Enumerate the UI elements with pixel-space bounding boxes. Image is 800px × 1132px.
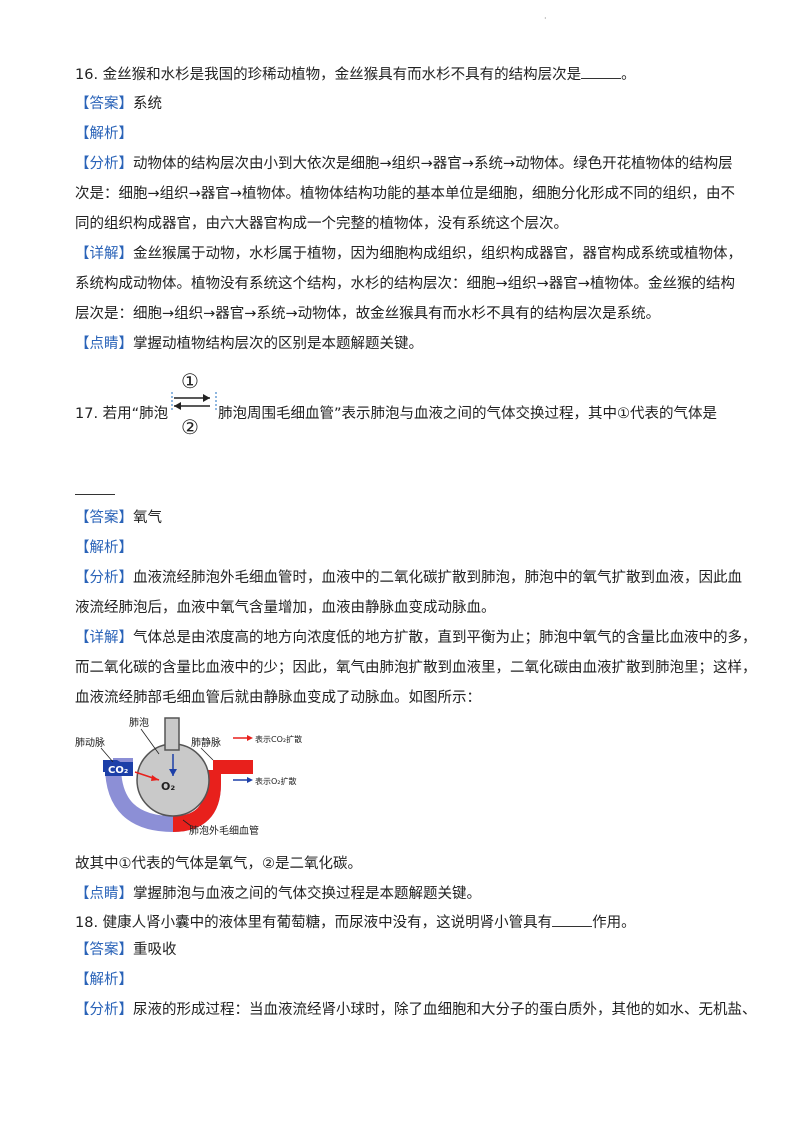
q16-analysis-tag: 【解析】 <box>75 126 133 142</box>
q17-question-part-a: 17. 若用“肺泡 <box>75 406 169 422</box>
q17-dianjing: 【点睛】掌握肺泡与血液之间的气体交换过程是本题解题关键。 <box>75 886 481 902</box>
page-marker: · <box>544 14 547 23</box>
q18-fenxi-line-1: 【分析】尿液的形成过程：当血液流经肾小球时，除了血细胞和大分子的蛋白质外，其他的… <box>75 1002 757 1018</box>
q17-question-part-b: 肺泡周围毛细血管”表示肺泡与血液之间的气体交换过程，其中①代表的气体是 <box>218 406 718 422</box>
symbol-circle-2: ② <box>181 415 199 439</box>
q17-fenxi-line-2: 液流经肺泡后，血液中氧气含量增加，血液由静脉血变成动脉血。 <box>75 600 496 616</box>
answer-blank <box>75 494 115 495</box>
legend-o2: 表示O₂扩散 <box>255 776 297 786</box>
q16-xiangjie-line-2: 系统构成动物体。植物没有系统这个结构，水杉的结构层次：细胞→组织→器官→植物体。… <box>75 276 735 292</box>
q17-fenxi-line-1: 【分析】血液流经肺泡外毛细血管时，血液中的二氧化碳扩散到肺泡，肺泡中的氧气扩散到… <box>75 570 742 586</box>
legend-co2: 表示CO₂扩散 <box>255 734 302 744</box>
q17-xiangjie-line-3: 血液流经肺部毛细血管后就由静脉血变成了动脉血。如图所示： <box>75 690 481 706</box>
answer-tag: 【答案】 <box>75 96 133 112</box>
label-co2: CO₂ <box>108 765 128 776</box>
q17-xiangjie-line-2: 而二氧化碳的含量比血液中的少；因此，氧气由肺泡扩散到血液里，二氧化碳由血液扩散到… <box>75 660 757 676</box>
q17-xiangjie-line-1: 【详解】气体总是由浓度高的地方向浓度低的地方扩散，直到平衡为止；肺泡中氧气的含量… <box>75 630 757 646</box>
q17-conclusion: 故其中①代表的气体是氧气，②是二氧化碳。 <box>75 856 362 872</box>
q16-fenxi-line-1: 【分析】动物体的结构层次由小到大依次是细胞→组织→器官→系统→动物体。绿色开花植… <box>75 156 733 172</box>
q18-analysis-tag: 【解析】 <box>75 972 133 988</box>
q18-question: 18. 健康人肾小囊中的液体里有葡萄糖，而尿液中没有，这说明肾小管具有作用。 <box>75 912 636 933</box>
label-capillary: 肺泡外毛细血管 <box>189 824 259 837</box>
q17-analysis-tag: 【解析】 <box>75 540 133 556</box>
answer-blank <box>581 64 622 79</box>
q17-answer: 【答案】氧气 <box>75 510 162 526</box>
exchange-arrows-icon: ① ② <box>171 369 217 439</box>
q16-question: 16. 金丝猴和水杉是我国的珍稀动植物，金丝猴具有而水杉不具有的结构层次是。 <box>75 64 636 85</box>
q16-xiangjie-line-3: 层次是：细胞→组织→器官→系统→动物体，故金丝猴具有而水杉不具有的结构层次是系统… <box>75 306 661 322</box>
q16-xiangjie-line-1: 【详解】金丝猴属于动物，水杉属于植物，因为细胞构成组织，组织构成器官，器官构成系… <box>75 246 742 262</box>
q18-answer: 【答案】重吸收 <box>75 942 177 958</box>
q16-dianjing: 【点睛】掌握动植物结构层次的区别是本题解题关键。 <box>75 336 423 352</box>
label-o2: O₂ <box>161 780 175 793</box>
label-pulmonary-artery: 肺动脉 <box>75 736 105 749</box>
label-alveolus: 肺泡 <box>129 716 149 729</box>
q16-fenxi-line-3: 同的组织构成器官，由六大器官构成一个完整的植物体，没有系统这个层次。 <box>75 216 568 232</box>
symbol-circle-1: ① <box>181 369 199 393</box>
label-pulmonary-vein: 肺静脉 <box>191 736 221 749</box>
alveolus-gas-exchange-diagram: 肺动脉 肺泡 肺静脉 CO₂ O₂ 表示CO₂扩散 表示O₂扩散 肺泡外毛细血管 <box>75 716 302 837</box>
answer-blank <box>552 912 593 927</box>
q16-fenxi-line-2: 次是：细胞→组织→器官→植物体。植物体结构功能的基本单位是细胞，细胞分化形成不同… <box>75 186 735 202</box>
q16-answer: 【答案】系统 <box>75 96 162 112</box>
